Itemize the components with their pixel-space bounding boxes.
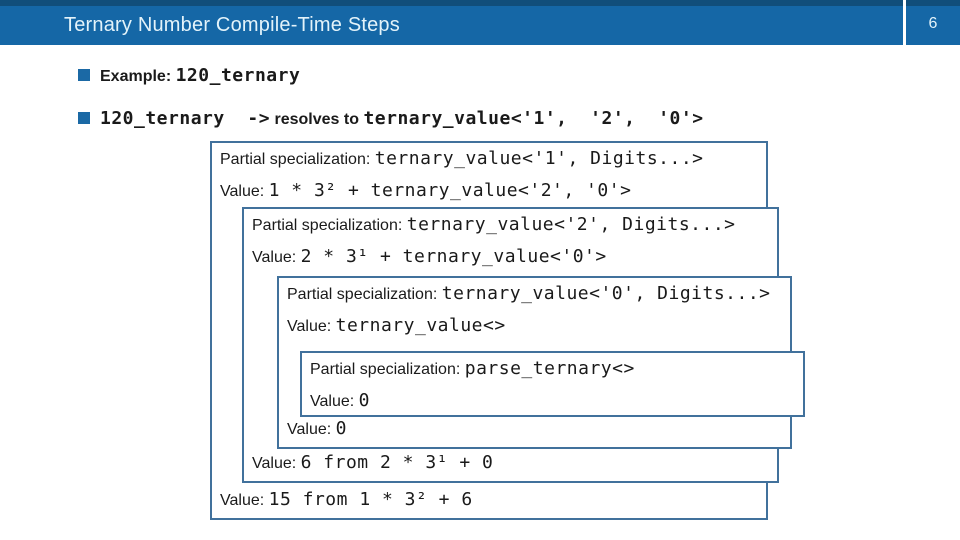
partial-specialization-code: ternary_value<'1', Digits...> [374,148,704,169]
value-line: Value: 2 * 3¹ + ternary_value<'0'> [252,241,777,273]
partial-specialization-code: ternary_value<'2', Digits...> [406,214,736,235]
closing-value-code: 15 from 1 * 3² + 6 [268,489,473,510]
value-code: 2 * 3¹ + ternary_value<'0'> [300,246,607,267]
bullet-example-text: Example: 120_ternary [100,65,300,86]
partial-specialization-code: parse_ternary<> [464,358,635,379]
closing-value-code: 6 from 2 * 3¹ + 0 [300,452,494,473]
value-line: Value: 1 * 3² + ternary_value<'2', '0'> [220,175,766,207]
bullet-resolves-text: 120_ternary -> resolves to ternary_value… [100,108,704,129]
value-label: Value: [220,183,269,200]
partial-specialization-line: Partial specialization: ternary_value<'2… [252,209,777,241]
value-label: Value: [252,249,301,266]
bullet-resolves-code-lhs: 120_ternary -> [100,107,271,129]
value-code: ternary_value<> [335,315,506,336]
value-label: Value: [287,318,336,335]
partial-specialization-code: ternary_value<'0', Digits...> [441,283,771,304]
partial-specialization-label: Partial specialization: [287,286,442,303]
closing-value-line: Value: 15 from 1 * 3² + 6 [220,485,473,516]
bullet-resolves-code-rhs: ternary_value<'1', '2', '0'> [363,107,704,129]
spec-box-parse-ternary: Partial specialization: parse_ternary<> … [300,351,805,417]
closing-value-label: Value: [220,492,269,509]
bullet-example-code: 120_ternary [175,64,301,86]
slide-title: Ternary Number Compile-Time Steps [64,14,400,36]
slide-header-bar: Ternary Number Compile-Time Steps 6 [0,0,960,45]
page-number: 6 [928,15,938,32]
header-divider [903,0,906,45]
value-code: 0 [358,390,370,411]
bullet-square-icon [78,112,90,124]
bullet-resolves-label: resolves to [270,110,364,128]
partial-specialization-line: Partial specialization: ternary_value<'0… [287,278,790,310]
closing-value-line: Value: 0 [287,414,347,445]
bullet-resolves: 120_ternary -> resolves to ternary_value… [78,106,704,130]
partial-specialization-line: Partial specialization: ternary_value<'1… [220,143,766,175]
closing-value-label: Value: [252,455,301,472]
value-label: Value: [310,393,359,410]
partial-specialization-label: Partial specialization: [310,361,465,378]
bullet-square-icon [78,69,90,81]
partial-specialization-line: Partial specialization: parse_ternary<> [310,353,803,385]
closing-value-code: 0 [335,418,347,439]
partial-specialization-label: Partial specialization: [220,151,375,168]
closing-value-line: Value: 6 from 2 * 3¹ + 0 [252,448,493,479]
value-code: 1 * 3² + ternary_value<'2', '0'> [268,180,632,201]
bullet-example: Example: 120_ternary [78,63,300,87]
partial-specialization-label: Partial specialization: [252,217,407,234]
value-line: Value: ternary_value<> [287,310,790,342]
bullet-example-label: Example: [100,67,176,85]
value-line: Value: 0 [310,385,803,417]
closing-value-label: Value: [287,421,336,438]
header-top-accent [0,0,960,6]
